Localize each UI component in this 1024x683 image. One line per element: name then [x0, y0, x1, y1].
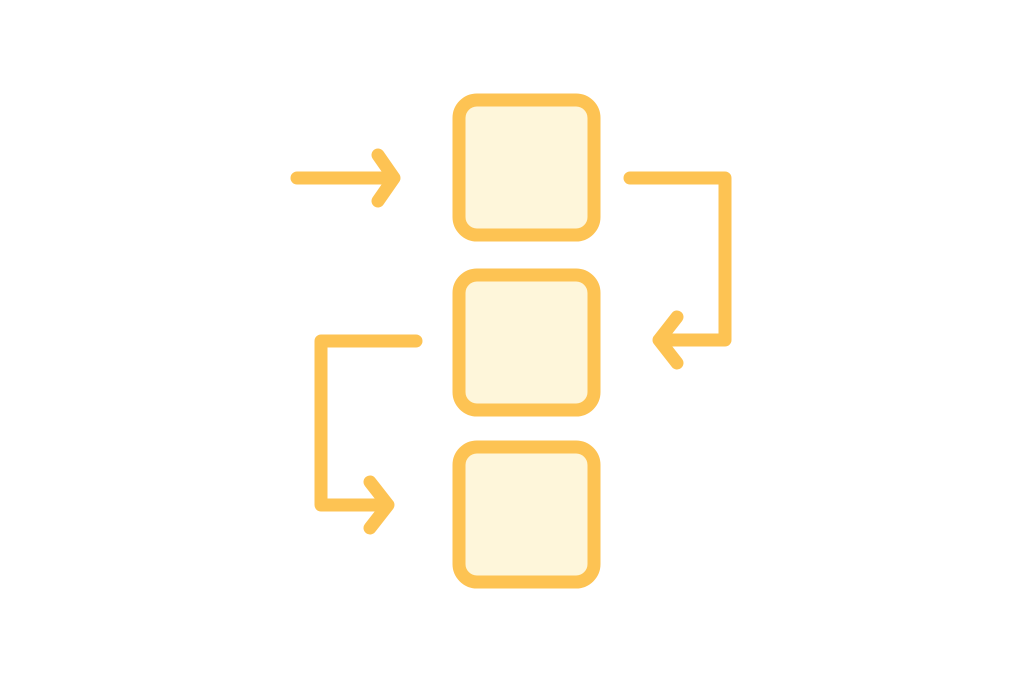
input-arrow — [290, 148, 401, 208]
process-block-middle — [452, 268, 601, 417]
process-block-top — [452, 93, 601, 242]
connector-arrow-left — [314, 334, 423, 535]
connector-arrow-right — [623, 171, 732, 370]
process-block-bottom — [452, 440, 601, 589]
